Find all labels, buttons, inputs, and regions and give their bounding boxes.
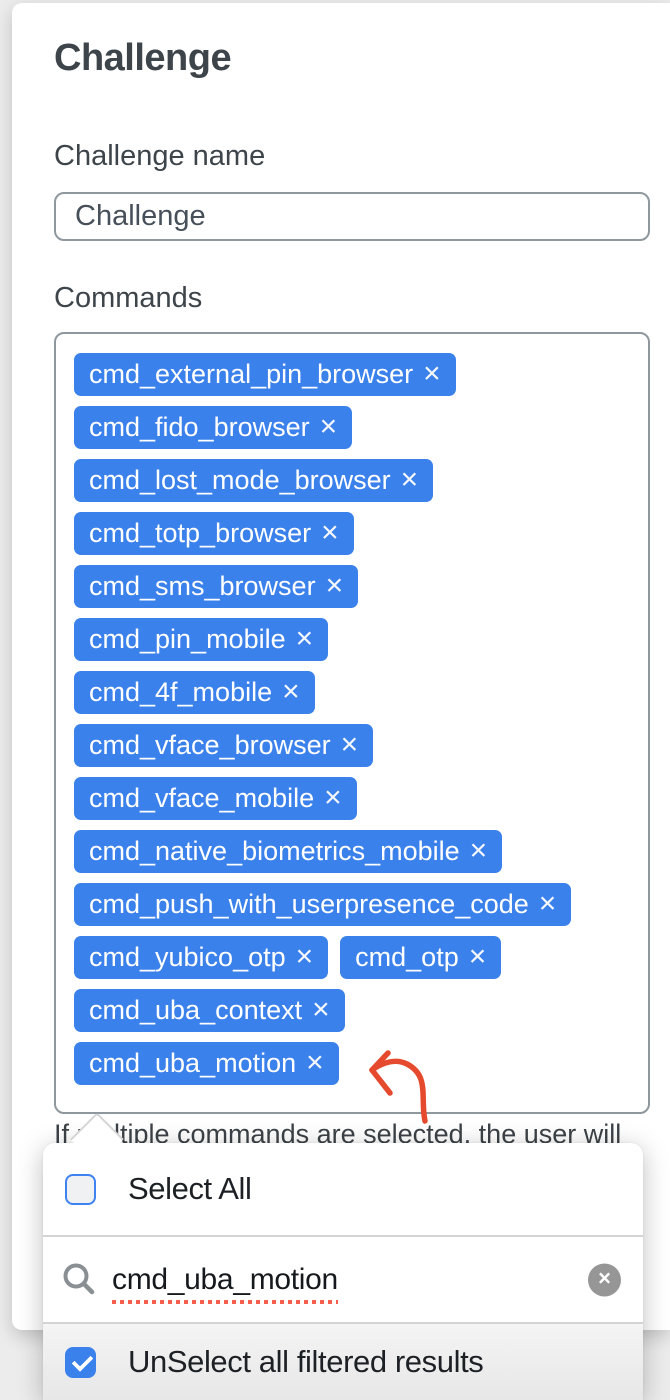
chip-row: cmd_yubico_otp × cmd_otp × [74,936,630,979]
chip-remove-icon[interactable]: × [295,939,314,973]
chip-row: cmd_lost_mode_browser × [74,459,630,502]
chip-remove-icon[interactable]: × [468,939,487,973]
unselect-filtered-checkbox[interactable] [65,1346,96,1378]
unselect-filtered-row[interactable]: UnSelect all filtered results [43,1324,643,1400]
chip-row: cmd_totp_browser × [74,512,630,555]
chip-row: cmd_vface_browser × [74,724,630,767]
chip-row: cmd_push_with_userpresence_code × [74,883,630,926]
chip-remove-icon[interactable]: × [423,356,441,390]
command-chip[interactable]: cmd_yubico_otp × [74,936,329,979]
command-chip[interactable]: cmd_sms_browser × [74,565,359,608]
command-chip[interactable]: cmd_uba_context × [74,989,345,1032]
chip-remove-icon[interactable]: × [295,621,314,655]
chip-remove-icon[interactable]: × [324,780,342,814]
chip-remove-icon[interactable]: × [538,886,557,920]
chip-remove-icon[interactable]: × [306,1045,324,1079]
command-chip[interactable]: cmd_4f_mobile × [74,671,315,714]
chip-label: cmd_lost_mode_browser [89,465,391,495]
chip-remove-icon[interactable]: × [321,515,339,549]
command-chip[interactable]: cmd_push_with_userpresence_code × [74,883,572,926]
command-chip[interactable]: cmd_native_biometrics_mobile × [74,830,503,873]
chip-remove-icon[interactable]: × [319,409,338,443]
chip-label: cmd_otp [355,942,459,972]
chip-label: cmd_push_with_userpresence_code [89,889,529,919]
chip-label: cmd_vface_browser [89,730,331,760]
chip-label: cmd_sms_browser [89,571,316,601]
command-chip[interactable]: cmd_fido_browser × [74,406,353,449]
chip-row: cmd_uba_context × [74,989,630,1032]
select-all-checkbox[interactable] [65,1173,96,1205]
unselect-filtered-label: UnSelect all filtered results [128,1344,484,1379]
chip-label: cmd_uba_context [89,995,303,1025]
chip-remove-icon[interactable]: × [282,674,300,708]
chip-label: cmd_uba_motion [89,1048,297,1078]
command-chip[interactable]: cmd_uba_motion × [74,1042,339,1085]
chip-remove-icon[interactable]: × [400,462,419,496]
chip-remove-icon[interactable]: × [312,992,330,1026]
command-chip[interactable]: cmd_otp × [340,936,502,979]
chip-label: cmd_pin_mobile [89,624,286,654]
chip-row: cmd_external_pin_browser × [74,353,630,396]
divider [43,1235,643,1237]
chip-remove-icon[interactable]: × [325,568,344,602]
command-chip[interactable]: cmd_lost_mode_browser × [74,459,434,502]
chip-row: cmd_uba_motion × [74,1042,630,1085]
chip-row: cmd_vface_mobile × [74,777,630,820]
challenge-form-card: Challenge Challenge name Challenge Comma… [12,3,670,1330]
search-input[interactable]: cmd_uba_motion [112,1262,338,1304]
chip-label: cmd_vface_mobile [89,783,315,813]
challenge-name-input[interactable]: Challenge [54,192,650,241]
chip-remove-icon[interactable]: × [469,833,488,867]
chip-label: cmd_native_biometrics_mobile [89,836,460,866]
chip-label: cmd_external_pin_browser [89,359,414,389]
challenge-name-value: Challenge [75,200,206,232]
chip-row: cmd_native_biometrics_mobile × [74,830,630,873]
command-chip[interactable]: cmd_totp_browser × [74,512,354,555]
chip-label: cmd_fido_browser [89,412,310,442]
chip-row: cmd_fido_browser × [74,406,630,449]
chip-row: cmd_sms_browser × [74,565,630,608]
chip-label: cmd_4f_mobile [89,677,273,707]
clear-icon: × [598,1265,611,1291]
select-all-label: Select All [128,1171,252,1206]
command-chip[interactable]: cmd_vface_browser × [74,724,374,767]
challenge-name-label: Challenge name [54,140,266,172]
search-row[interactable]: cmd_uba_motion × [43,1237,643,1322]
command-chip[interactable]: cmd_pin_mobile × [74,618,329,661]
commands-label: Commands [54,282,203,314]
command-chip[interactable]: cmd_external_pin_browser × [74,353,456,396]
page-title: Challenge [54,37,232,79]
chip-remove-icon[interactable]: × [340,727,359,761]
search-icon [63,1263,95,1294]
search-clear-button[interactable]: × [588,1263,621,1296]
select-all-row[interactable]: Select All [43,1143,643,1235]
chip-label: cmd_yubico_otp [89,942,286,972]
commands-dropdown-panel: Select All cmd_uba_motion × UnSelect all… [43,1143,643,1400]
chip-row: cmd_pin_mobile × [74,618,630,661]
chip-label: cmd_totp_browser [89,518,312,548]
chip-row: cmd_4f_mobile × [74,671,630,714]
command-chip[interactable]: cmd_vface_mobile × [74,777,357,820]
commands-multiselect[interactable]: cmd_external_pin_browser×cmd_fido_browse… [54,332,650,1114]
divider [43,1322,643,1324]
command-chips: cmd_external_pin_browser×cmd_fido_browse… [74,353,630,1085]
